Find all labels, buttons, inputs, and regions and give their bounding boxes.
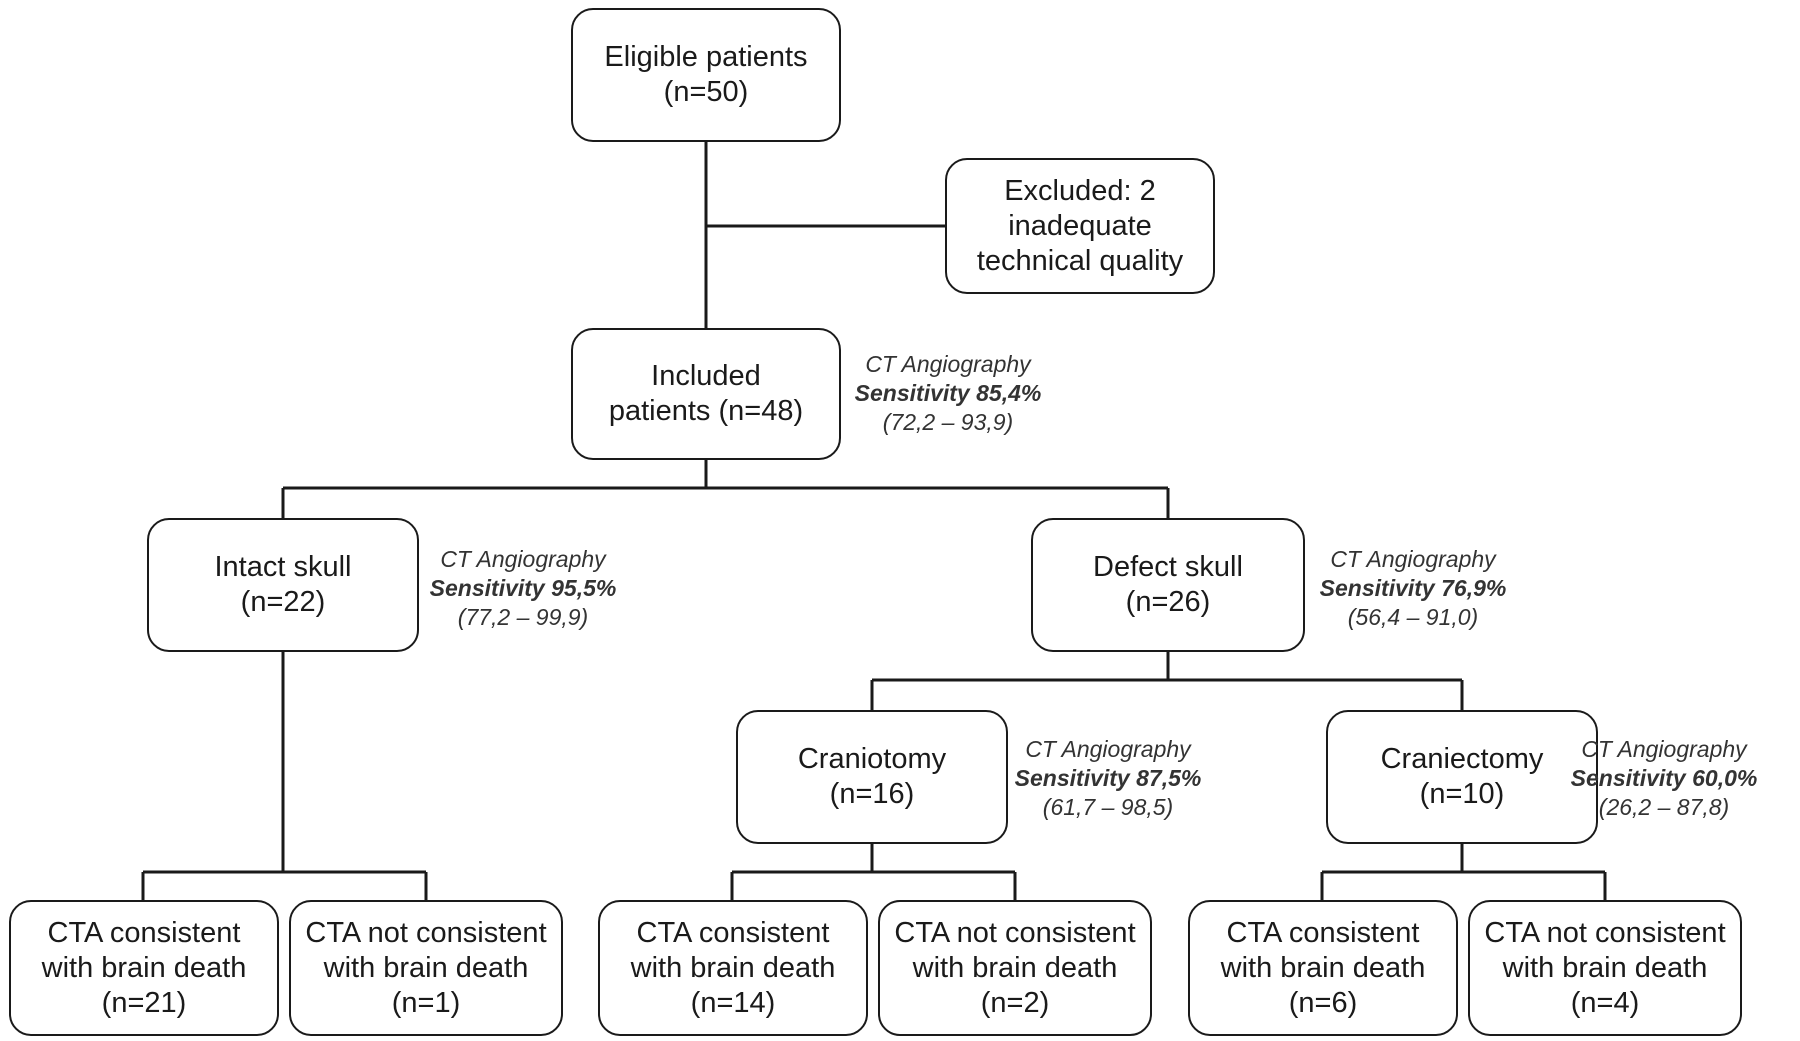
leaf-line-2: with brain death: [630, 951, 836, 984]
leaf-intact-consistent-box: CTA consistent with brain death (n=21): [9, 900, 279, 1036]
note-method: CT Angiography: [440, 546, 606, 572]
leaf-count: (n=14): [690, 986, 776, 1019]
leaf-line-1: CTA not consistent: [305, 916, 547, 949]
note-sensitivity: Sensitivity 85,4%: [854, 380, 1042, 406]
craniectomy-count: (n=10): [1419, 778, 1505, 810]
leaf-line-2: with brain death: [1220, 951, 1426, 984]
leaf-line-1: CTA not consistent: [1484, 916, 1726, 949]
defect-count: (n=26): [1125, 586, 1211, 618]
leaf-craniectomy-not-consistent-box: CTA not consistent with brain death (n=4…: [1468, 900, 1742, 1036]
leaf-line-2: with brain death: [323, 951, 529, 984]
note-method: CT Angiography: [865, 351, 1031, 377]
leaf-count: (n=21): [101, 986, 187, 1019]
note-sensitivity: Sensitivity 76,9%: [1319, 575, 1507, 601]
note-ci: (61,7 – 98,5): [1042, 794, 1174, 820]
leaf-count: (n=4): [1570, 986, 1640, 1019]
leaf-count: (n=1): [391, 986, 461, 1019]
leaf-line-1: CTA not consistent: [894, 916, 1136, 949]
intact-sensitivity-note: CT Angiography Sensitivity 95,5% (77,2 –…: [393, 545, 653, 632]
included-patients-box: Included patients (n=48): [571, 328, 841, 460]
eligible-count: (n=50): [663, 76, 749, 108]
defect-sensitivity-note: CT Angiography Sensitivity 76,9% (56,4 –…: [1283, 545, 1543, 632]
note-sensitivity: Sensitivity 60,0%: [1570, 765, 1758, 791]
craniotomy-box: Craniotomy (n=16): [736, 710, 1008, 844]
craniotomy-label: Craniotomy: [797, 743, 947, 775]
included-label: Included: [651, 360, 761, 392]
leaf-line-2: with brain death: [1502, 951, 1708, 984]
leaf-count: (n=6): [1288, 986, 1358, 1019]
craniectomy-label: Craniectomy: [1380, 743, 1544, 775]
intact-label: Intact skull: [214, 551, 352, 583]
eligible-label: Eligible patients: [604, 41, 808, 73]
excluded-reason-2: technical quality: [976, 244, 1184, 277]
note-ci: (26,2 – 87,8): [1598, 794, 1730, 820]
leaf-line-1: CTA consistent: [1226, 916, 1420, 949]
note-ci: (72,2 – 93,9): [882, 409, 1014, 435]
excluded-box: Excluded: 2 inadequate technical quality: [945, 158, 1215, 294]
craniotomy-count: (n=16): [829, 778, 915, 810]
defect-skull-box: Defect skull (n=26): [1031, 518, 1305, 652]
leaf-craniotomy-consistent-box: CTA consistent with brain death (n=14): [598, 900, 868, 1036]
note-method: CT Angiography: [1581, 736, 1747, 762]
craniectomy-box: Craniectomy (n=10): [1326, 710, 1598, 844]
leaf-line-2: with brain death: [912, 951, 1118, 984]
note-method: CT Angiography: [1025, 736, 1191, 762]
note-ci: (56,4 – 91,0): [1347, 604, 1479, 630]
intact-count: (n=22): [240, 586, 326, 618]
defect-label: Defect skull: [1093, 551, 1243, 583]
craniotomy-sensitivity-note: CT Angiography Sensitivity 87,5% (61,7 –…: [978, 735, 1238, 822]
leaf-line-1: CTA consistent: [47, 916, 241, 949]
craniectomy-sensitivity-note: CT Angiography Sensitivity 60,0% (26,2 –…: [1534, 735, 1794, 822]
excluded-reason: inadequate: [1008, 209, 1152, 242]
leaf-line-2: with brain death: [41, 951, 247, 984]
leaf-craniotomy-not-consistent-box: CTA not consistent with brain death (n=2…: [878, 900, 1152, 1036]
note-sensitivity: Sensitivity 95,5%: [429, 575, 617, 601]
leaf-craniectomy-consistent-box: CTA consistent with brain death (n=6): [1188, 900, 1458, 1036]
leaf-line-1: CTA consistent: [636, 916, 830, 949]
eligible-patients-box: Eligible patients (n=50): [571, 8, 841, 142]
included-sensitivity-note: CT Angiography Sensitivity 85,4% (72,2 –…: [818, 350, 1078, 437]
intact-skull-box: Intact skull (n=22): [147, 518, 419, 652]
note-sensitivity: Sensitivity 87,5%: [1014, 765, 1202, 791]
note-method: CT Angiography: [1330, 546, 1496, 572]
note-ci: (77,2 – 99,9): [457, 604, 589, 630]
leaf-intact-not-consistent-box: CTA not consistent with brain death (n=1…: [289, 900, 563, 1036]
included-count: patients (n=48): [608, 395, 804, 427]
leaf-count: (n=2): [980, 986, 1050, 1019]
excluded-label: Excluded: 2: [1004, 174, 1156, 207]
